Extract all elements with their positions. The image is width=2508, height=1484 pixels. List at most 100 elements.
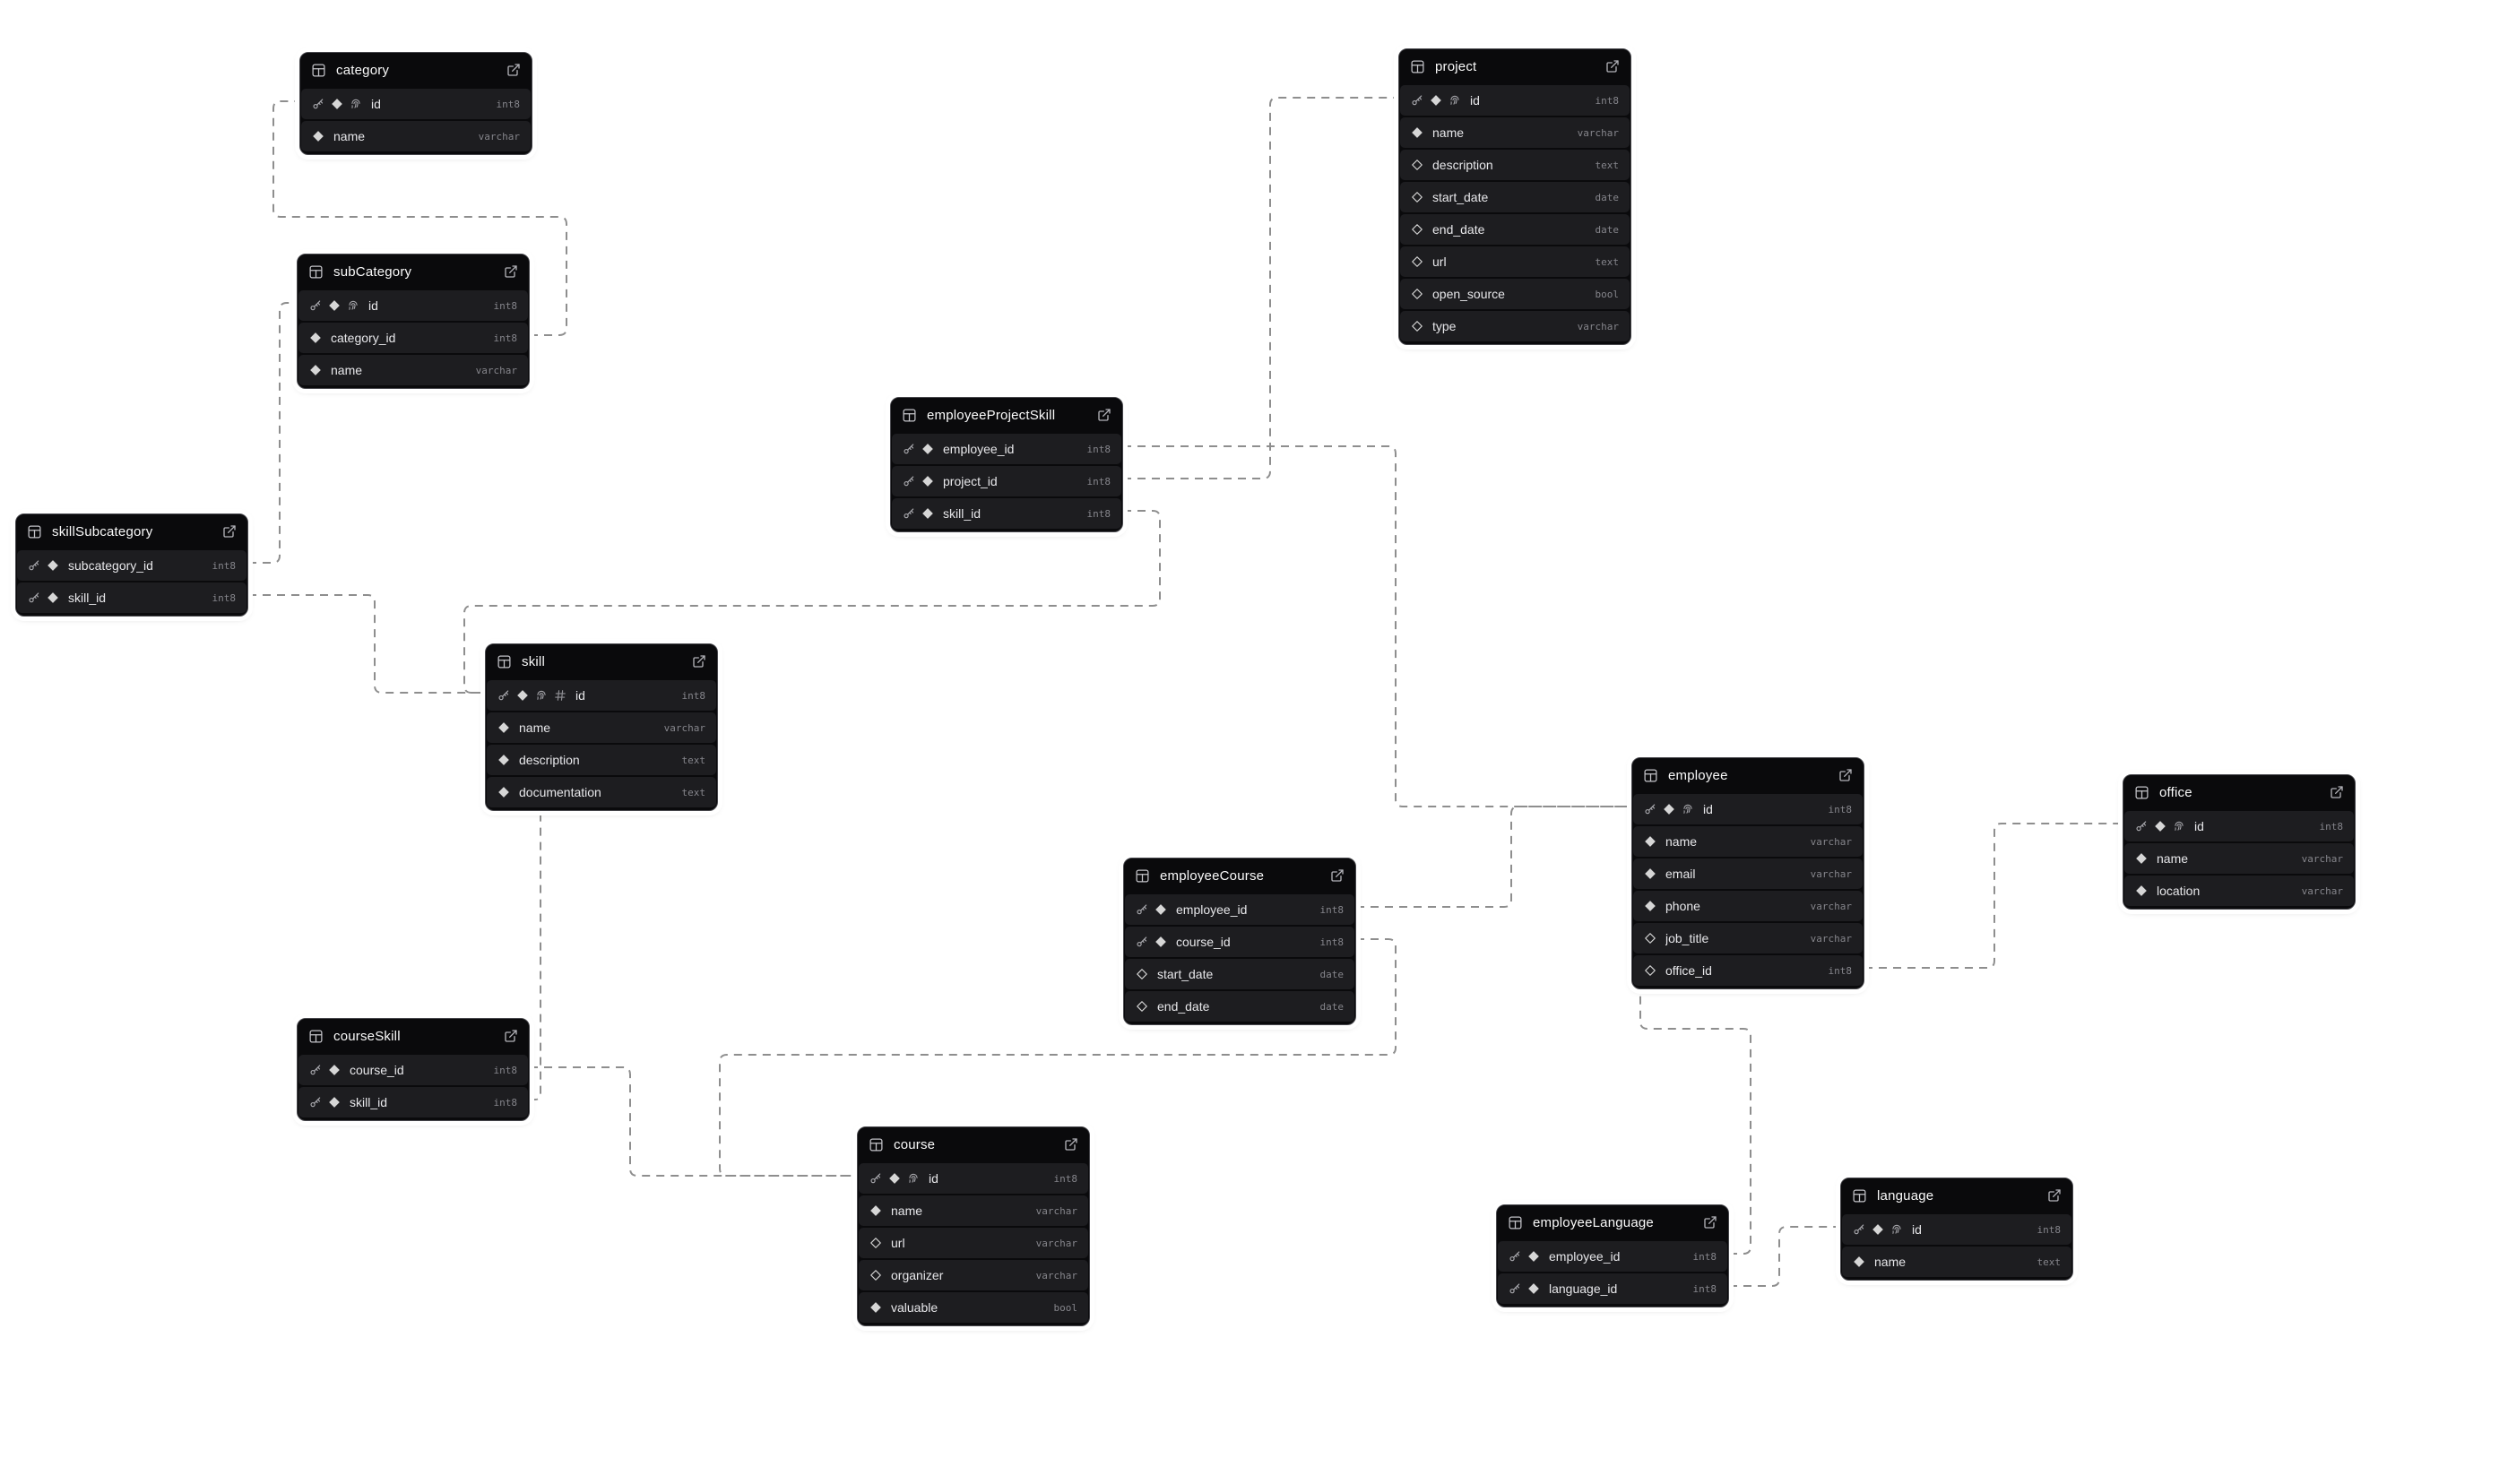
table-header[interactable]: category	[300, 53, 532, 87]
field-type: varchar	[663, 721, 705, 734]
field-icons	[1411, 223, 1423, 236]
diamond-filled-icon	[1155, 936, 1167, 948]
field-name: url	[1432, 255, 1447, 269]
external-link-icon[interactable]	[504, 264, 518, 279]
diamond-filled-icon	[1644, 900, 1656, 912]
table-header[interactable]: office	[2123, 775, 2355, 809]
table-header[interactable]: skill	[486, 644, 717, 678]
table-header[interactable]: language	[1841, 1178, 2072, 1212]
external-link-icon[interactable]	[2330, 785, 2344, 799]
field-row-name[interactable]: name varchar	[487, 712, 716, 743]
field-name: id	[1470, 93, 1480, 108]
external-link-icon[interactable]	[504, 1029, 518, 1043]
table-header[interactable]: employeeLanguage	[1497, 1205, 1728, 1239]
table-header[interactable]: employeeProjectSkill	[891, 398, 1122, 432]
external-link-icon[interactable]	[1605, 59, 1620, 73]
table-header[interactable]: employee	[1632, 758, 1864, 792]
fingerprint-icon	[907, 1172, 920, 1185]
table-header[interactable]: project	[1399, 49, 1630, 83]
external-link-icon[interactable]	[1097, 408, 1111, 422]
table-header[interactable]: course	[858, 1127, 1089, 1161]
external-link-icon[interactable]	[222, 524, 237, 539]
external-link-icon[interactable]	[2047, 1188, 2062, 1203]
diamond-filled-icon	[312, 130, 324, 142]
field-type: date	[1595, 223, 1620, 236]
external-link-icon[interactable]	[1064, 1137, 1078, 1152]
fingerprint-icon	[1449, 94, 1461, 107]
table-header[interactable]: courseSkill	[298, 1019, 529, 1053]
field-type: text	[681, 754, 706, 766]
external-link-icon[interactable]	[692, 654, 706, 669]
field-name: name	[519, 720, 551, 735]
table-header[interactable]: employeeCourse	[1124, 858, 1355, 893]
diamond-filled-icon	[921, 507, 934, 520]
table-header[interactable]: subCategory	[298, 255, 529, 289]
table-header[interactable]: skillSubcategory	[16, 514, 247, 548]
external-link-icon[interactable]	[506, 63, 521, 77]
external-link-icon[interactable]	[1330, 868, 1345, 883]
field-name: project_id	[943, 474, 998, 488]
external-link-icon[interactable]	[1838, 768, 1853, 782]
field-name: id	[929, 1171, 938, 1186]
external-link-icon[interactable]	[1703, 1215, 1717, 1229]
